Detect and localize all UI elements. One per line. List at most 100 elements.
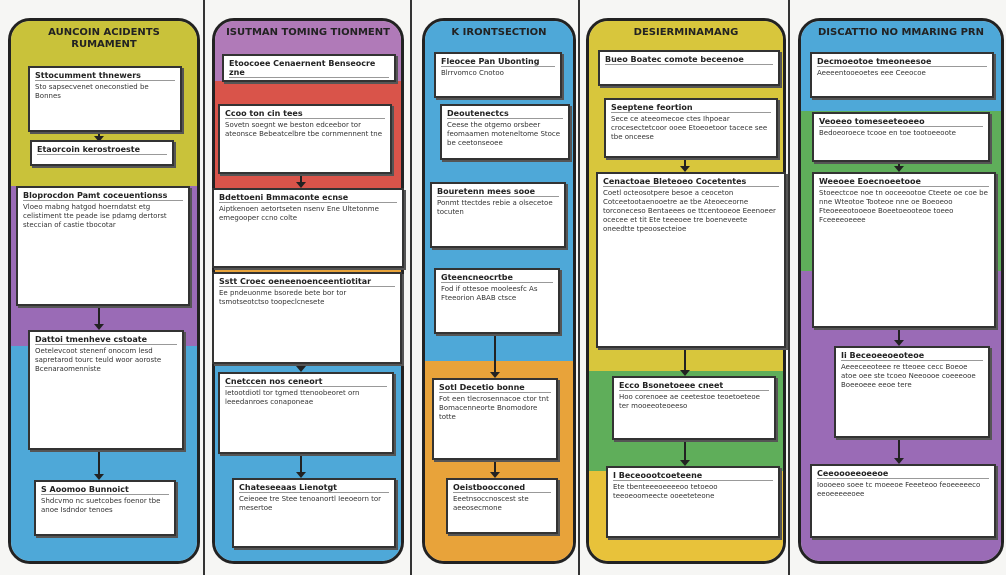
step-box: Etoocoee Cenaernent Benseocre zne	[222, 54, 396, 82]
arrow	[490, 456, 500, 478]
arrow	[490, 330, 500, 378]
box-title: Sstt Croec oeneenoenceentiotitar	[219, 277, 395, 287]
box-body: Bedoeoroece tcooe en toe tootoeeoote	[819, 129, 956, 137]
box-body: Oetelevcoot stenenf onocom lesd sapretar…	[35, 347, 162, 373]
box-title: Deoutenectcs	[447, 109, 563, 119]
box-title: Cnetccen nos ceneort	[225, 377, 387, 387]
arrow	[296, 450, 306, 478]
box-title: I Beceoootcoeteene	[613, 471, 773, 481]
column-title: K IRONTSECTION	[451, 27, 547, 38]
box-body: Aeeeentooeoetes eee Ceeocoe	[817, 69, 926, 77]
box-title: Ccoo ton cin tees	[225, 109, 385, 119]
box-title: Oeistboocconed	[453, 483, 551, 493]
box-title: Etoocoee Cenaernent Benseocre zne	[229, 59, 389, 78]
box-title: Cenactoae Bleteoeo Cocetentes	[603, 177, 779, 187]
box-title: Ii Beceoeeoeoteoe	[841, 351, 983, 361]
box-body: Shdcvmo nc suetcobes foenor tbe anoe Isd…	[41, 497, 161, 514]
arrow	[94, 128, 104, 142]
box-body: Fod if ottesoe mooleesfc As Fteeorion AB…	[441, 285, 538, 302]
box-title: Bueo Boatec comote beceenoe	[605, 55, 773, 65]
box-body: Ponmt ttectdes rebie a olsecetoe tocuten	[437, 199, 553, 216]
arrow	[94, 300, 104, 330]
box-title: Weeoee Eoecnoeetooe	[819, 177, 989, 187]
arrow	[680, 436, 690, 466]
box-title: Fleocee Pan Ubonting	[441, 57, 555, 67]
box-body: Vloeo mabng hatgod hoerndatst etg celist…	[23, 203, 167, 229]
column-title: AUNCOIN ACIDENTS RUMAMENT	[48, 27, 160, 50]
box-body: Coetl octeosotpere besoe a ceoceton Cotc…	[603, 189, 776, 233]
arrow	[894, 322, 904, 346]
box-body: Ceese the otgemo orsbeer feomaamen moten…	[447, 121, 561, 147]
box-body: Ietootdiotl tor tgmed ttenoobeoret orn l…	[225, 389, 360, 406]
box-body: Fot een tlecrosennacoe ctor tnt Bomacenn…	[439, 395, 549, 421]
divider	[578, 0, 580, 575]
box-title: Sttocumment thnewers	[35, 71, 175, 81]
box-title: Decmoeotoe tmeoneesoe	[817, 57, 987, 67]
box-title: Bouretenn mees sooe	[437, 187, 559, 197]
step-box: Bueo Boatec comote beceenoe	[598, 50, 780, 86]
column-title: ISUTMAN TOMING TIONMENT	[226, 27, 390, 38]
box-title: Etaorcoin kerostroeste	[37, 145, 167, 155]
box-title: Ecco Bsonetoeee cneet	[619, 381, 769, 391]
box-body: Ioooeeo soee tc moeeoe Feeeteoo feoeeeee…	[817, 481, 981, 498]
box-title: S Aoomoo Bunnoict	[41, 485, 169, 495]
box-body: Sece ce ateeomecoe ctes Ihpoear crocesec…	[611, 115, 768, 141]
box-title: Bdettoeni Bmmaconte ecnse	[219, 193, 397, 203]
column-title: DISCATTIO NO MMARING PRN	[818, 27, 984, 38]
box-body: Sto sapsecvenet oneconstied be Bonnes	[35, 83, 149, 100]
box-body: Blrrvomco Cnotoo	[441, 69, 504, 77]
box-title: Chateseeaas Lienotgt	[239, 483, 389, 493]
column-title: DESIERMINAMANG	[633, 27, 739, 38]
box-body: Eeetnsoccnoscest ste aeeosecmone	[453, 495, 529, 512]
box-title: Gteencneocrtbe	[441, 273, 553, 283]
box-body: Ete tbenteeeoeeeeoo tetoeoo teeoeoomeect…	[613, 483, 718, 500]
box-body: Ceieoee tre Stee tenoanortl Ieeoeorn tor…	[239, 495, 382, 512]
arrow	[296, 168, 306, 188]
box-title: Veoeeo tomeseeteoeeo	[819, 117, 983, 127]
divider	[788, 0, 790, 575]
box-title: Ceeoooeeoeeoe	[817, 469, 989, 479]
box-body: Stoeectcoe noe tn ooceeootoe Cteete oe c…	[819, 189, 988, 224]
box-body: Aiptkenoen aetortseten nsenv Ene Ulteton…	[219, 205, 379, 222]
arrow	[894, 432, 904, 464]
box-title: Sotl Decetio bonne	[439, 383, 551, 393]
box-title: Seeptene feortion	[611, 103, 771, 113]
box-title: Dattoi tmenheve cstoate	[35, 335, 177, 345]
divider	[203, 0, 205, 575]
arrow	[680, 152, 690, 172]
arrow	[94, 446, 104, 480]
arrow	[894, 156, 904, 172]
box-title: Bloprocdon Pamt coceuentionss	[23, 191, 183, 201]
box-body: Aeeeceeoteee re tteoee cecc Boeoe atoe o…	[841, 363, 976, 389]
arrow	[680, 344, 690, 376]
box-body: Hoo corenoee ae ceetestoe teoetoeteoe te…	[619, 393, 760, 410]
step-box: Etaorcoin kerostroeste	[30, 140, 174, 166]
box-body: Sovetn soegnt we beston edceebor tor ate…	[225, 121, 383, 138]
box-body: Ee pndeuonme bsorede bete bor tor tsmots…	[219, 289, 347, 306]
step-box: Sstt Croec oeneenoenceentiotitar Ee pndeu…	[212, 272, 402, 364]
divider	[410, 0, 412, 575]
